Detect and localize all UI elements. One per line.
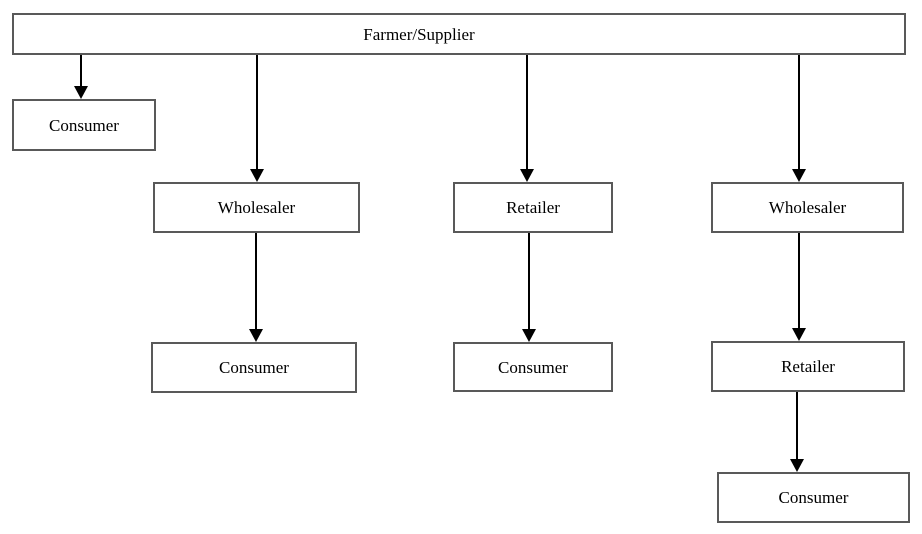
arrow-shaft xyxy=(528,233,530,331)
arrow-farmer-to-wholesaler-right xyxy=(792,55,806,182)
arrow-shaft xyxy=(256,55,258,171)
node-retailer-right: Retailer xyxy=(711,341,905,392)
arrow-retailer-middle-to-consumer xyxy=(522,233,536,342)
arrow-head-icon xyxy=(792,169,806,182)
arrow-shaft xyxy=(526,55,528,171)
arrow-shaft xyxy=(80,55,82,88)
arrow-farmer-to-retailer-middle xyxy=(520,55,534,182)
node-consumer-direct: Consumer xyxy=(12,99,156,151)
arrow-shaft xyxy=(798,233,800,330)
arrow-shaft xyxy=(255,233,257,331)
node-retailer-middle: Retailer xyxy=(453,182,613,233)
node-consumer-middle: Consumer xyxy=(453,342,613,392)
node-wholesaler-left: Wholesaler xyxy=(153,182,360,233)
arrow-head-icon xyxy=(792,328,806,341)
arrow-shaft xyxy=(796,392,798,461)
arrow-head-icon xyxy=(74,86,88,99)
arrow-farmer-to-wholesaler-left xyxy=(250,55,264,182)
arrow-head-icon xyxy=(522,329,536,342)
arrow-head-icon xyxy=(520,169,534,182)
node-farmer-supplier: Farmer/Supplier xyxy=(12,13,906,55)
arrow-farmer-to-consumer-direct xyxy=(74,55,88,99)
node-wholesaler-right: Wholesaler xyxy=(711,182,904,233)
arrow-head-icon xyxy=(250,169,264,182)
arrow-retailer-right-to-consumer xyxy=(790,392,804,472)
node-consumer-bottom-right: Consumer xyxy=(717,472,910,523)
arrow-head-icon xyxy=(790,459,804,472)
arrow-shaft xyxy=(798,55,800,171)
arrow-head-icon xyxy=(249,329,263,342)
node-consumer-left: Consumer xyxy=(151,342,357,393)
arrow-wholesaler-left-to-consumer xyxy=(249,233,263,342)
arrow-wholesaler-right-to-retailer xyxy=(792,233,806,341)
